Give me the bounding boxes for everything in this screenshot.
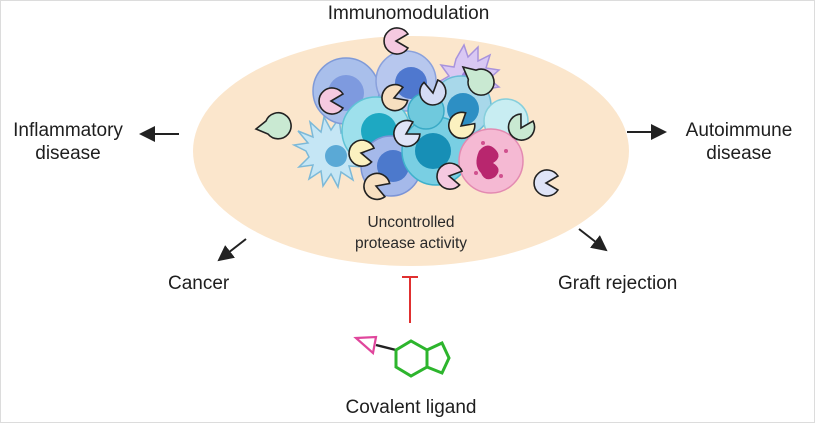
- protease-pacman-icon: [507, 113, 536, 141]
- protease-pacman-icon: [348, 139, 376, 167]
- arrow-to-cancer: [217, 238, 247, 262]
- protease-pacman-icon: [448, 111, 476, 140]
- center-label-line2: protease activity: [355, 235, 467, 252]
- protease-pacman-icon: [436, 162, 464, 190]
- label-inflammatory-line1: Inflammatory: [13, 120, 123, 141]
- protease-pacman-icon: [254, 112, 292, 140]
- protease-pacman-icon: [461, 65, 495, 96]
- label-cancer: Cancer: [168, 273, 230, 294]
- label-inflammatory-line2: disease: [35, 143, 101, 164]
- label-graft-rejection: Graft rejection: [558, 273, 678, 294]
- protease-pacman-icon: [363, 172, 391, 201]
- arrow-to-graft: [578, 228, 608, 252]
- protease-pacman-icon: [383, 27, 410, 55]
- covalent-ligand-structure-icon: [353, 335, 451, 378]
- protease-pacman-icon: [381, 83, 409, 112]
- neutrophil-icon: [458, 128, 524, 194]
- label-autoimmune-line1: Autoimmune: [685, 120, 793, 141]
- protease-pacman-icon: [419, 78, 447, 106]
- inhibition-indicator: [402, 276, 418, 323]
- protease-pacman-icon: [393, 119, 421, 148]
- center-label-line1: Uncontrolled: [367, 214, 455, 231]
- protease-pacman-icon: [318, 87, 345, 115]
- label-autoimmune-line2: disease: [706, 143, 772, 164]
- proteases: [254, 27, 560, 201]
- label-covalent-ligand: Covalent ligand: [345, 397, 477, 418]
- protease-pacman-icon: [533, 169, 560, 197]
- title-immunomodulation: Immunomodulation: [327, 3, 490, 24]
